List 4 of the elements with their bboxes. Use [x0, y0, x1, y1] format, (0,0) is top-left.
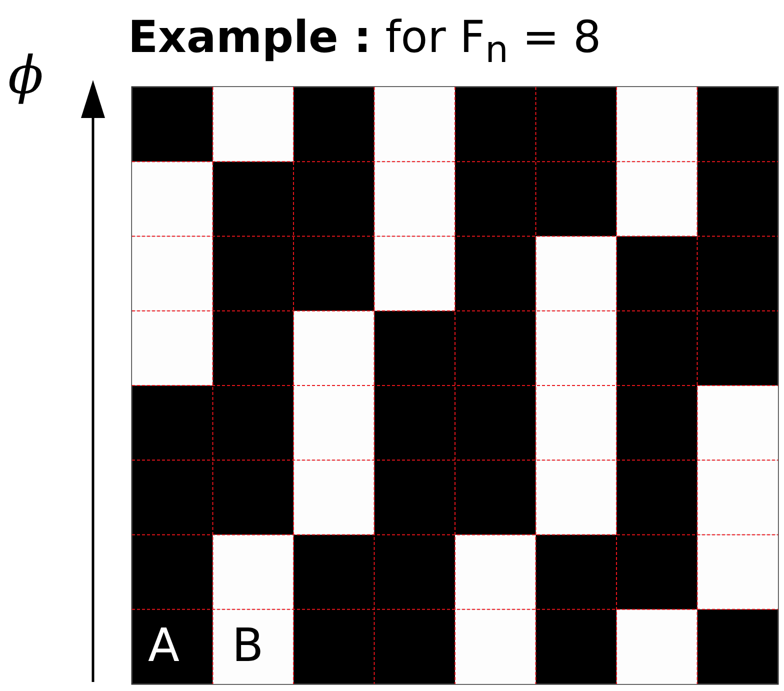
cell-label: A [148, 622, 180, 668]
cell-label: B [232, 622, 264, 668]
title: Example : for F$_{n}$ = 8 [128, 11, 602, 73]
axis-label: ϕ [8, 50, 44, 102]
